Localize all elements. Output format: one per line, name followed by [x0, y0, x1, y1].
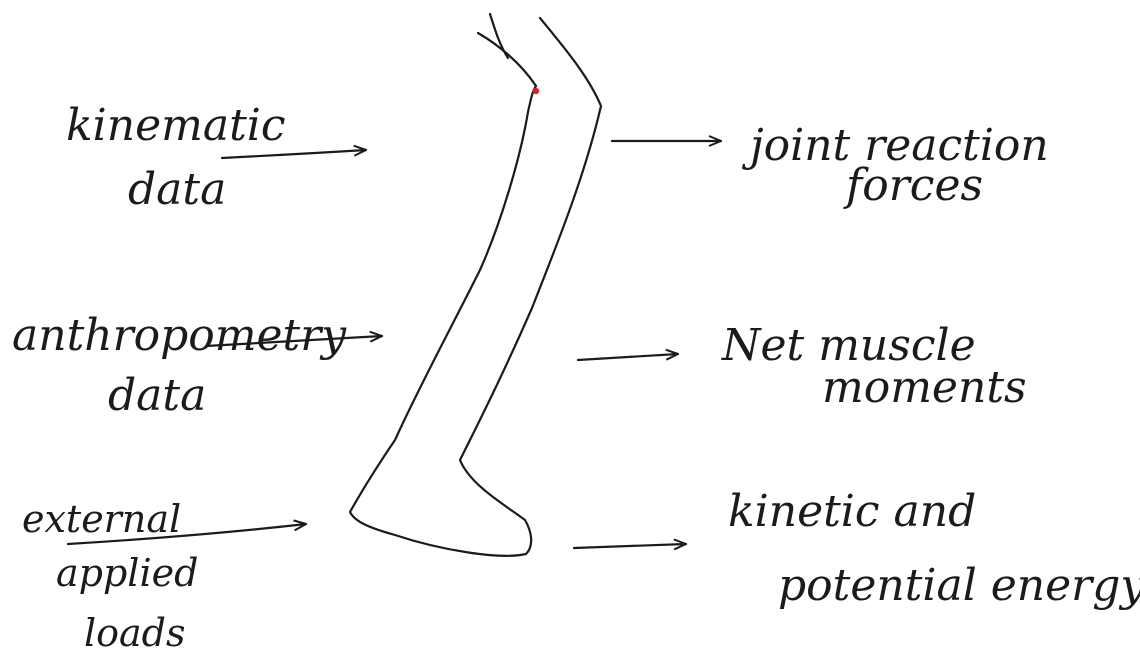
input-kinematic-line-2: data: [128, 164, 226, 215]
output-joint-line-2: forces: [843, 160, 983, 211]
arrow-net-muscle-moments: [578, 354, 678, 360]
output-energy-line-1: kinetic and: [728, 486, 976, 537]
input-anthropometry-data: anthropometry data: [12, 310, 347, 421]
output-moments-line-2: moments: [822, 362, 1027, 413]
joint-center-marker: [533, 88, 539, 94]
input-kinematic-line-1: kinematic: [66, 100, 285, 151]
leg-outline: [350, 18, 601, 556]
input-anthropometry-line-1: anthropometry: [12, 310, 347, 361]
input-anthropometry-line-2: data: [108, 370, 206, 421]
leg-top-stroke: [478, 33, 536, 86]
input-external-line-1: external: [22, 497, 181, 541]
leg-top-tick: [490, 14, 508, 58]
output-net-muscle-moments: Net muscle moments: [721, 320, 1027, 413]
input-external-line-2: applied: [56, 551, 198, 595]
input-external-line-3: loads: [84, 611, 186, 655]
leg-segment: [350, 14, 601, 556]
arrow-kinetic-potential-energy: [574, 544, 686, 548]
output-energy-line-2: potential energy: [778, 560, 1140, 611]
output-kinetic-potential-energy: kinetic and potential energy: [728, 486, 1140, 611]
arrow-kinematic-data: [222, 150, 366, 158]
output-joint-reaction-forces: joint reaction forces: [741, 120, 1049, 211]
input-external-applied-loads: external applied loads: [22, 497, 198, 655]
